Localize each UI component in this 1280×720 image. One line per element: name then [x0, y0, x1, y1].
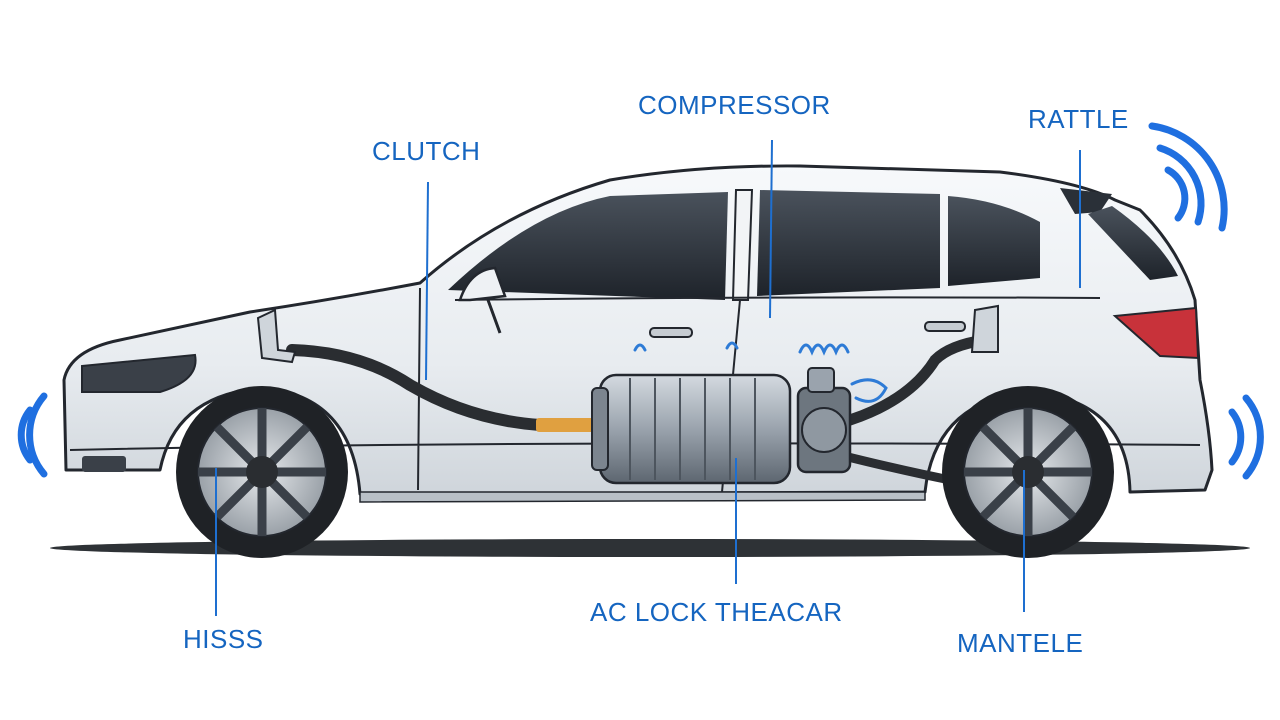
spray-marks [633, 341, 888, 403]
leader-lines [215, 139, 1081, 616]
front-valve [256, 308, 297, 364]
lower-hose [835, 450, 955, 485]
front-hose [286, 344, 606, 432]
front-window [448, 192, 728, 300]
pulley-hub [801, 407, 847, 453]
hose-fitting [536, 418, 596, 432]
rear-door-handle [924, 321, 966, 332]
fog-light [82, 456, 126, 472]
front-door-handle [649, 327, 693, 338]
leader-compressor [769, 139, 773, 319]
rear-wheel [942, 386, 1114, 558]
mirror-arm [486, 299, 502, 334]
b-pillar [731, 189, 754, 301]
mantele-label: MANTELE [957, 628, 1084, 658]
compressor-fins [629, 378, 756, 480]
rear-glass [1088, 206, 1178, 280]
compressor-endcap [591, 387, 609, 471]
compressor-body [598, 373, 792, 485]
tail-light [1112, 306, 1200, 360]
rear-hose [844, 334, 991, 426]
compressor-label: COMPRESSOR [638, 90, 831, 120]
sound-wave-icon [1228, 394, 1264, 480]
quarter-window [948, 196, 1040, 286]
leader-clutch [425, 181, 429, 381]
headlight [81, 353, 197, 393]
rear-window [757, 190, 940, 296]
sound-wave-icon [17, 392, 48, 478]
hisss-label: HISSS [183, 624, 264, 654]
sound-wave-icon [1148, 122, 1228, 232]
ground-shadow [50, 539, 1250, 557]
clutch-label: CLUTCH [372, 136, 481, 166]
side-mirror [458, 266, 507, 302]
roof-spoiler [1060, 188, 1112, 214]
rear-valve [970, 304, 999, 353]
rattle-label: RATTLE [1028, 104, 1129, 134]
sill-line [359, 491, 926, 503]
front-wheel [176, 386, 348, 558]
compressor-bracket [807, 367, 835, 393]
ac-lock-label: AC LOCK THEACAR [590, 597, 843, 627]
